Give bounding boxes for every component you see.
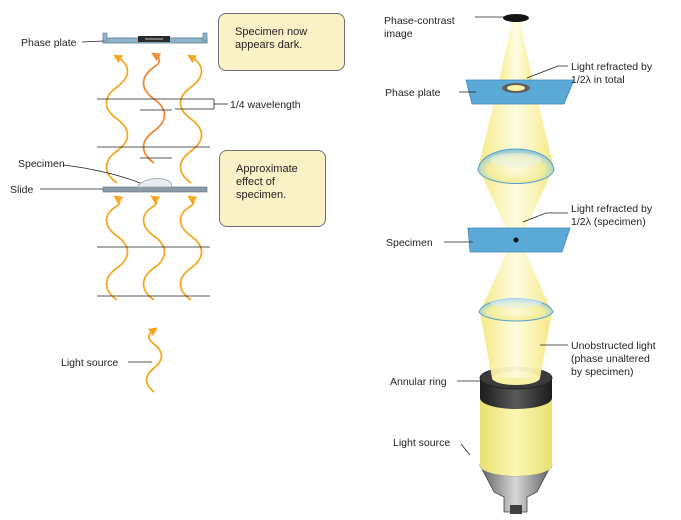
wavelength-reference-lines [97, 98, 228, 159]
slide [102, 186, 208, 193]
light-wave-lower-left [105, 195, 129, 301]
right-leader-lines [444, 16, 568, 456]
label-light-refracted-total: Light refracted by 1/2λ in total [571, 61, 655, 86]
label-slide: Slide [10, 184, 34, 196]
upper-waves [105, 52, 203, 184]
label-unobstructed-light: Unobstructed light (phase unaltered by s… [571, 340, 659, 378]
callout-approximate-effect: Approximate effect of specimen. [219, 150, 326, 227]
lower-waves [105, 195, 203, 393]
light-wave-upper-right [179, 54, 203, 184]
objective-lens [477, 148, 555, 184]
specimen-blob [137, 178, 173, 188]
label-phase-plate-right: Phase plate [385, 87, 441, 99]
condenser-lens [478, 298, 554, 322]
phase-plate-left [102, 32, 208, 44]
light-wave-lower-right [179, 195, 203, 301]
phase-plate-right [465, 79, 575, 105]
light-beams [478, 18, 554, 378]
light-source-wave [145, 327, 163, 393]
right-panel: Phase-contrast image Light refracted by … [384, 14, 659, 514]
left-panel: Phase plate 1/4 wavelength Specimen Slid… [10, 32, 301, 393]
left-leader-lines [40, 40, 152, 363]
specimen-plate [467, 227, 571, 253]
light-wave-upper-left [105, 54, 129, 184]
label-specimen-right: Specimen [386, 237, 433, 249]
label-light-refracted-specimen: Light refracted by 1/2λ (specimen) [571, 203, 655, 228]
light-wave-lower-middle [142, 195, 166, 301]
label-light-source-left: Light source [61, 357, 118, 369]
label-specimen-left: Specimen [18, 158, 65, 170]
label-phase-plate-left: Phase plate [21, 37, 77, 49]
phase-contrast-image-disc [503, 14, 529, 22]
label-light-source-right: Light source [393, 437, 450, 449]
lower-reference-lines [97, 246, 210, 297]
label-annular-ring: Annular ring [390, 376, 447, 388]
label-quarter-wavelength: 1/4 wavelength [230, 99, 301, 111]
condenser-cylinder [479, 366, 553, 476]
callout-specimen-dark: Specimen now appears dark. [218, 13, 345, 71]
label-phase-contrast-image: Phase-contrast image [384, 15, 458, 40]
